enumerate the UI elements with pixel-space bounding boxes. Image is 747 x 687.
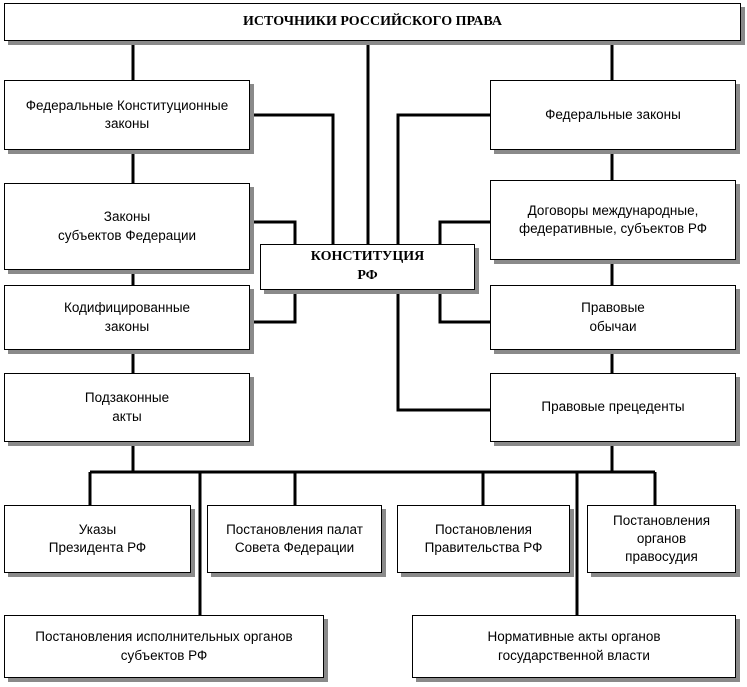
center-box-constitution: КОНСТИТУЦИЯ РФ [260,244,475,290]
box-label: Договоры международные, федеративные, су… [518,202,707,236]
title-label: ИСТОЧНИКИ РОССИЙСКОГО ПРАВА [243,13,502,29]
box-label: Указы Президента РФ [48,521,147,555]
box-state-authority-acts: Нормативные акты органов государственной… [412,615,736,678]
box-label: Правовые прецеденты [541,399,685,415]
center-label: КОНСТИТУЦИЯ РФ [310,249,425,283]
box-federation-council-resolutions: Постановления палат Совета Федерации [207,505,382,573]
box-subject-laws: Законы субъектов Федерации [4,183,250,270]
connector-const-right-bottom [396,290,490,412]
box-codified-laws: Кодифицированные законы [4,285,250,350]
box-label: Постановления исполнительных органов суб… [35,629,293,663]
box-label: Постановления палат Совета Федерации [226,521,363,555]
box-label: Подзаконные акты [84,390,170,424]
box-label: Законы субъектов Федерации [57,209,197,243]
box-federal-constitutional-laws: Федеральные Конституционные законы [4,80,250,150]
connector-const-left-top [250,113,335,244]
box-label: Нормативные акты органов государственной… [487,629,661,663]
box-subordinate-acts: Подзаконные акты [4,373,250,442]
box-legal-precedents: Правовые прецеденты [490,373,736,442]
title-box: ИСТОЧНИКИ РОССИЙСКОГО ПРАВА [4,3,741,41]
connector-const-left-low [250,290,297,324]
box-label: Постановления органов правосудия [612,512,711,565]
connector-const-right-top [396,113,490,244]
box-federal-laws: Федеральные законы [490,80,736,150]
box-executive-organs-resolutions: Постановления исполнительных органов суб… [4,615,324,678]
box-treaties: Договоры международные, федеративные, су… [490,180,736,260]
box-judiciary-resolutions: Постановления органов правосудия [587,505,736,573]
box-presidential-decrees: Указы Президента РФ [4,505,191,573]
box-label: Постановления Правительства РФ [424,521,543,555]
box-label: Федеральные законы [545,106,681,122]
connector-const-right-mid [438,220,490,244]
connector-const-right-low [438,290,490,324]
box-label: Кодифицированные законы [63,300,191,334]
box-legal-customs: Правовые обычаи [490,285,736,350]
connector-const-left-mid [250,220,297,244]
box-label: Федеральные Конституционные законы [25,97,229,131]
box-label: Правовые обычаи [581,300,645,334]
box-government-resolutions: Постановления Правительства РФ [397,505,570,573]
